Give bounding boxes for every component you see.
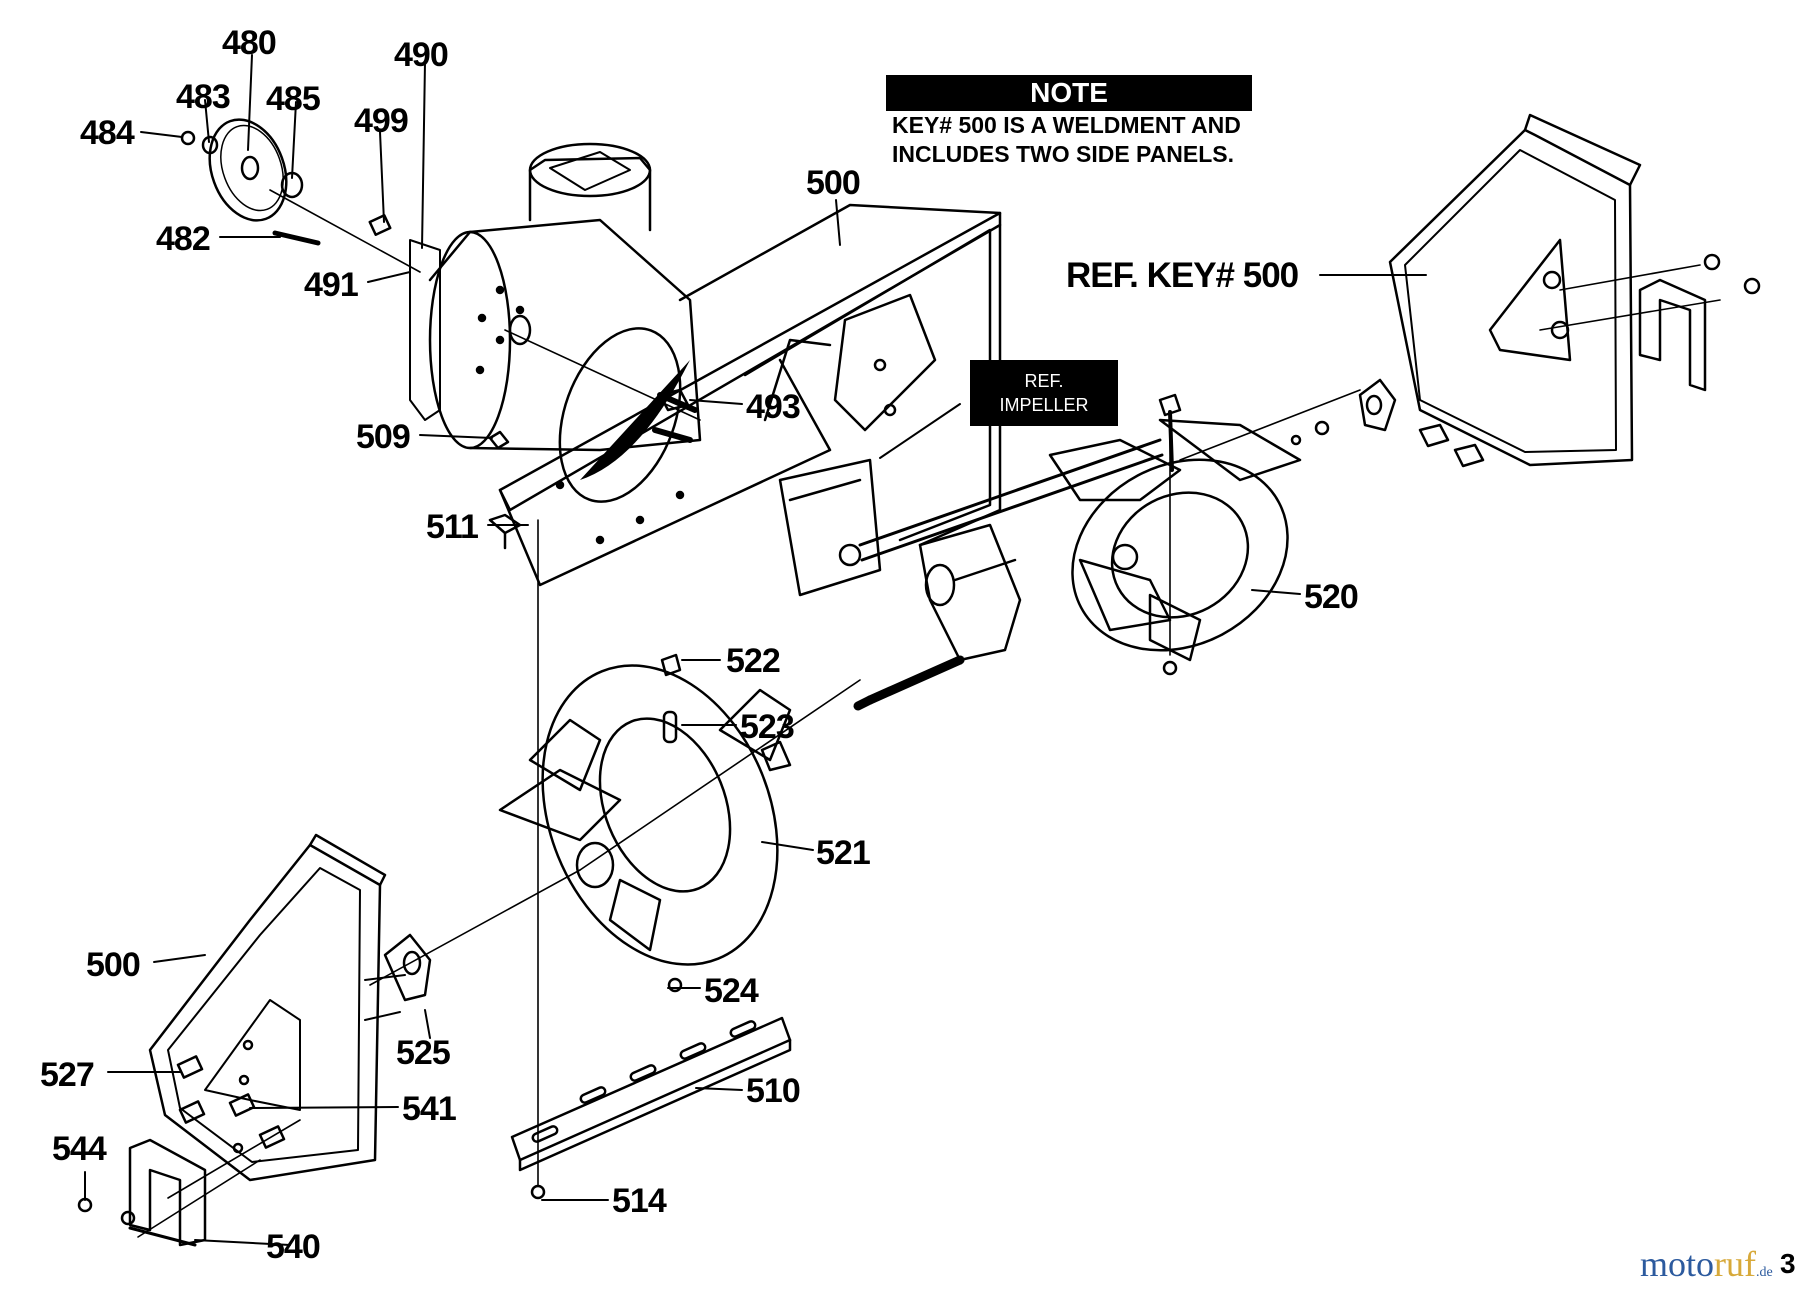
small-hardware <box>488 388 1174 550</box>
gearbox-and-shaft <box>778 438 1164 711</box>
watermark-part-2: ruf <box>1714 1244 1756 1284</box>
part-number-493: 493 <box>746 388 801 426</box>
note-line-2: INCLUDES TWO SIDE PANELS. <box>892 141 1235 167</box>
part-number-499: 499 <box>354 102 409 140</box>
left-auger-spiral <box>498 653 792 993</box>
part-number-522: 522 <box>726 642 781 680</box>
impeller-ref-box: REF. IMPELLER <box>970 360 1118 426</box>
part-number-540: 540 <box>266 1228 321 1266</box>
right-side-panel <box>1290 113 1761 468</box>
ref-key-label: REF. KEY# 500 <box>1066 256 1299 295</box>
impeller-ref-line-2: IMPELLER <box>999 395 1089 415</box>
part-number-541: 541 <box>402 1090 457 1128</box>
part-number-500-bottom: 500 <box>86 946 141 984</box>
part-number-500-top: 500 <box>806 164 861 202</box>
watermark-part-3: .de <box>1756 1265 1773 1280</box>
part-number-523: 523 <box>740 708 795 746</box>
note-box: NOTE KEY# 500 IS A WELDMENT AND INCLUDES… <box>886 75 1252 169</box>
watermark-part-1: moto <box>1640 1244 1715 1284</box>
impeller-ref-line-1: REF. <box>1024 371 1064 391</box>
page-number: 3 <box>1780 1248 1796 1279</box>
part-number-490: 490 <box>394 36 449 74</box>
part-number-544: 544 <box>52 1130 107 1168</box>
part-number-491: 491 <box>304 266 359 304</box>
impeller-housing <box>409 142 702 452</box>
part-number-510: 510 <box>746 1072 801 1110</box>
scraper-bar <box>510 1016 792 1200</box>
motoruf-watermark: motoruf.de <box>1640 1243 1773 1285</box>
part-number-509: 509 <box>356 418 411 456</box>
note-line-1: KEY# 500 IS A WELDMENT AND <box>892 112 1241 138</box>
part-number-483: 483 <box>176 78 231 116</box>
part-number-527: 527 <box>40 1056 95 1094</box>
part-number-482: 482 <box>156 220 211 258</box>
part-number-525: 525 <box>396 1034 451 1072</box>
part-number-524: 524 <box>704 972 759 1010</box>
part-number-520: 520 <box>1304 578 1359 616</box>
part-number-511: 511 <box>426 508 479 546</box>
drive-pulley-assembly <box>180 118 392 246</box>
left-side-panel <box>77 833 432 1247</box>
part-number-480: 480 <box>222 24 277 62</box>
part-number-485: 485 <box>266 80 321 118</box>
part-number-484: 484 <box>80 114 135 152</box>
part-number-521: 521 <box>816 834 871 872</box>
auger-housing-weldment <box>498 203 1002 587</box>
part-number-514: 514 <box>612 1182 667 1220</box>
note-title: NOTE <box>886 75 1252 111</box>
right-auger-spiral <box>1048 393 1302 676</box>
